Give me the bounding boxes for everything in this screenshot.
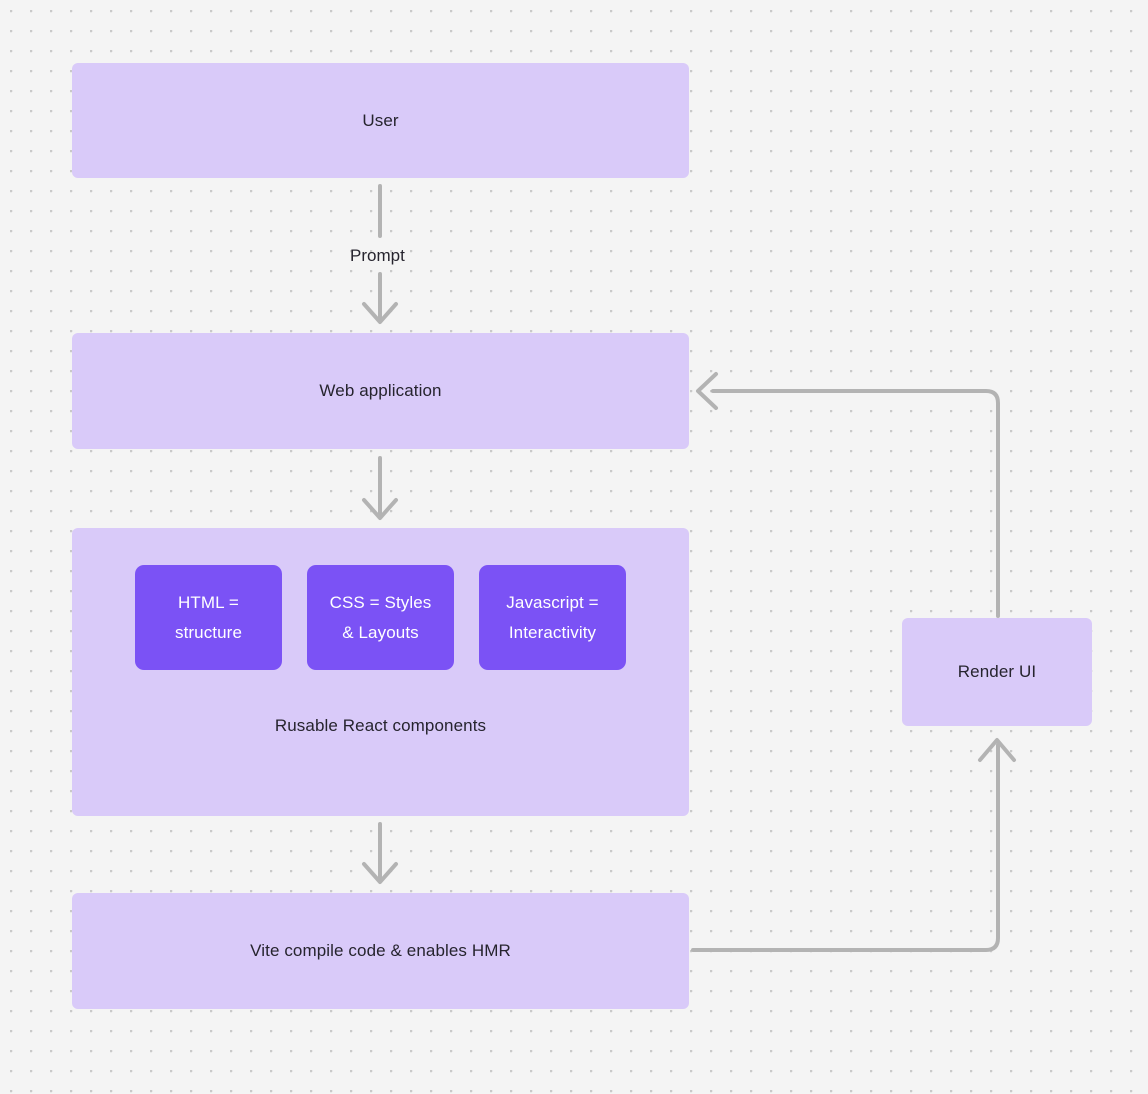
node-css[interactable]: CSS = Styles & Layouts: [307, 565, 454, 670]
node-html-label-line1: HTML =: [178, 593, 239, 613]
node-html[interactable]: HTML = structure: [135, 565, 282, 670]
node-vite[interactable]: Vite compile code & enables HMR: [72, 893, 689, 1009]
node-javascript-label-line1: Javascript =: [506, 593, 599, 613]
node-javascript-label-line2: Interactivity: [508, 622, 597, 642]
node-render-ui-label: Render UI: [957, 662, 1037, 682]
node-react-components-caption: Rusable React components: [274, 716, 487, 735]
node-css-label-line2: & Layouts: [342, 622, 419, 642]
node-javascript[interactable]: Javascript = Interactivity: [479, 565, 626, 670]
node-react-components[interactable]: HTML = structure CSS = Styles & Layouts …: [72, 528, 689, 816]
edge-vite-to-render-ui: [691, 743, 1000, 952]
edge-render-ui-to-web-app: [711, 389, 1000, 618]
node-css-label-line1: CSS = Styles: [329, 593, 432, 613]
arrowhead-prompt-to-web-app: [362, 302, 398, 324]
arrowhead-web-app-to-components: [362, 498, 398, 520]
edge-label-prompt: Prompt: [350, 246, 405, 265]
arrowhead-vite-to-render-ui: [978, 738, 1016, 762]
stack-row: HTML = structure CSS = Styles & Layouts …: [72, 565, 689, 670]
node-render-ui[interactable]: Render UI: [902, 618, 1092, 726]
node-user-label: User: [362, 110, 399, 130]
arrowhead-render-ui-to-web-app: [696, 372, 718, 410]
node-web-application-label: Web application: [319, 381, 442, 401]
node-web-application[interactable]: Web application: [72, 333, 689, 449]
arrowhead-components-to-vite: [362, 862, 398, 884]
node-vite-label: Vite compile code & enables HMR: [250, 941, 511, 961]
node-html-label-line2: structure: [174, 622, 243, 642]
node-user[interactable]: User: [72, 63, 689, 178]
